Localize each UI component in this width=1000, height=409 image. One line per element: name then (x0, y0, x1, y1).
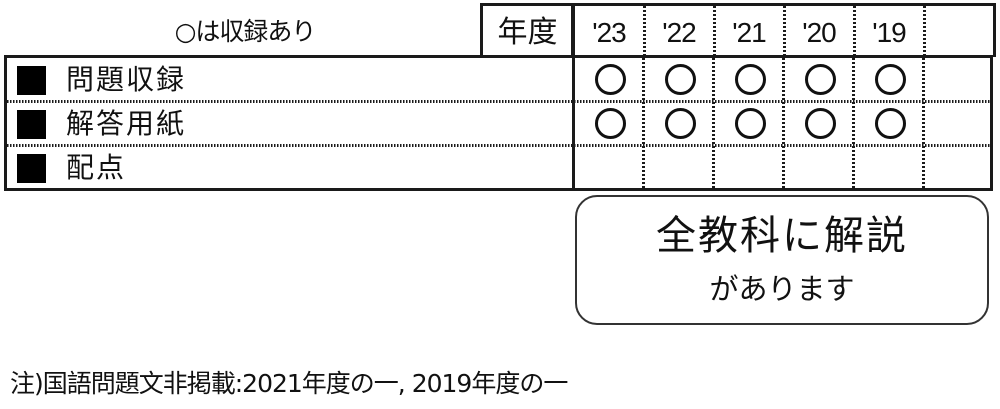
bullet-square-icon (17, 65, 46, 95)
included-circle-icon (594, 107, 626, 139)
column-divider (782, 58, 785, 188)
column-divider (923, 6, 926, 57)
year-header-cell: '21 (732, 17, 767, 48)
commentary-sub-text: があります (709, 272, 855, 306)
row-divider (7, 144, 990, 147)
year-header-cell: '23 (592, 17, 627, 48)
included-circle-icon (664, 107, 696, 139)
included-circle-icon (874, 63, 906, 95)
column-divider (922, 58, 925, 188)
included-circle-icon (734, 63, 766, 95)
contents-table: 問題収録 解答用紙 配点 (4, 55, 993, 191)
year-label: 年度 (480, 3, 575, 57)
row-divider (7, 100, 990, 103)
year-header-cell: '19 (872, 17, 907, 48)
footnote: 注)国語問題文非掲載:2021年度の一, 2019年度の一 (10, 369, 568, 398)
bullet-square-icon (17, 153, 46, 183)
label-column-divider (572, 58, 575, 188)
included-circle-icon (734, 107, 766, 139)
commentary-main-text: 全教科に解説 (656, 213, 908, 259)
column-divider (712, 58, 715, 188)
year-header-cell (924, 6, 994, 57)
row-label: 問題収録 (66, 63, 187, 96)
column-divider (852, 58, 855, 188)
year-header-cell: '22 (662, 17, 697, 48)
column-divider (642, 58, 645, 188)
row-label: 配点 (66, 151, 127, 184)
column-divider (713, 6, 716, 57)
included-circle-icon (594, 63, 626, 95)
table-row-answer-sheet: 解答用紙 (7, 102, 572, 146)
included-circle-icon (804, 63, 836, 95)
bullet-square-icon (17, 109, 46, 139)
year-header-cell: '20 (802, 17, 837, 48)
year-header-row: '23 '22 '21 '20 '19 (571, 3, 996, 57)
column-divider (853, 6, 856, 57)
column-divider (643, 6, 646, 57)
table-row-problems: 問題収録 (7, 58, 572, 102)
included-circle-icon (874, 107, 906, 139)
row-label: 解答用紙 (66, 107, 187, 140)
commentary-box: 全教科に解説 があります (575, 195, 989, 325)
table-row-points: 配点 (7, 146, 572, 190)
included-circle-icon (804, 107, 836, 139)
legend-title: ○は収録あり (174, 17, 317, 46)
included-circle-icon (664, 63, 696, 95)
column-divider (783, 6, 786, 57)
